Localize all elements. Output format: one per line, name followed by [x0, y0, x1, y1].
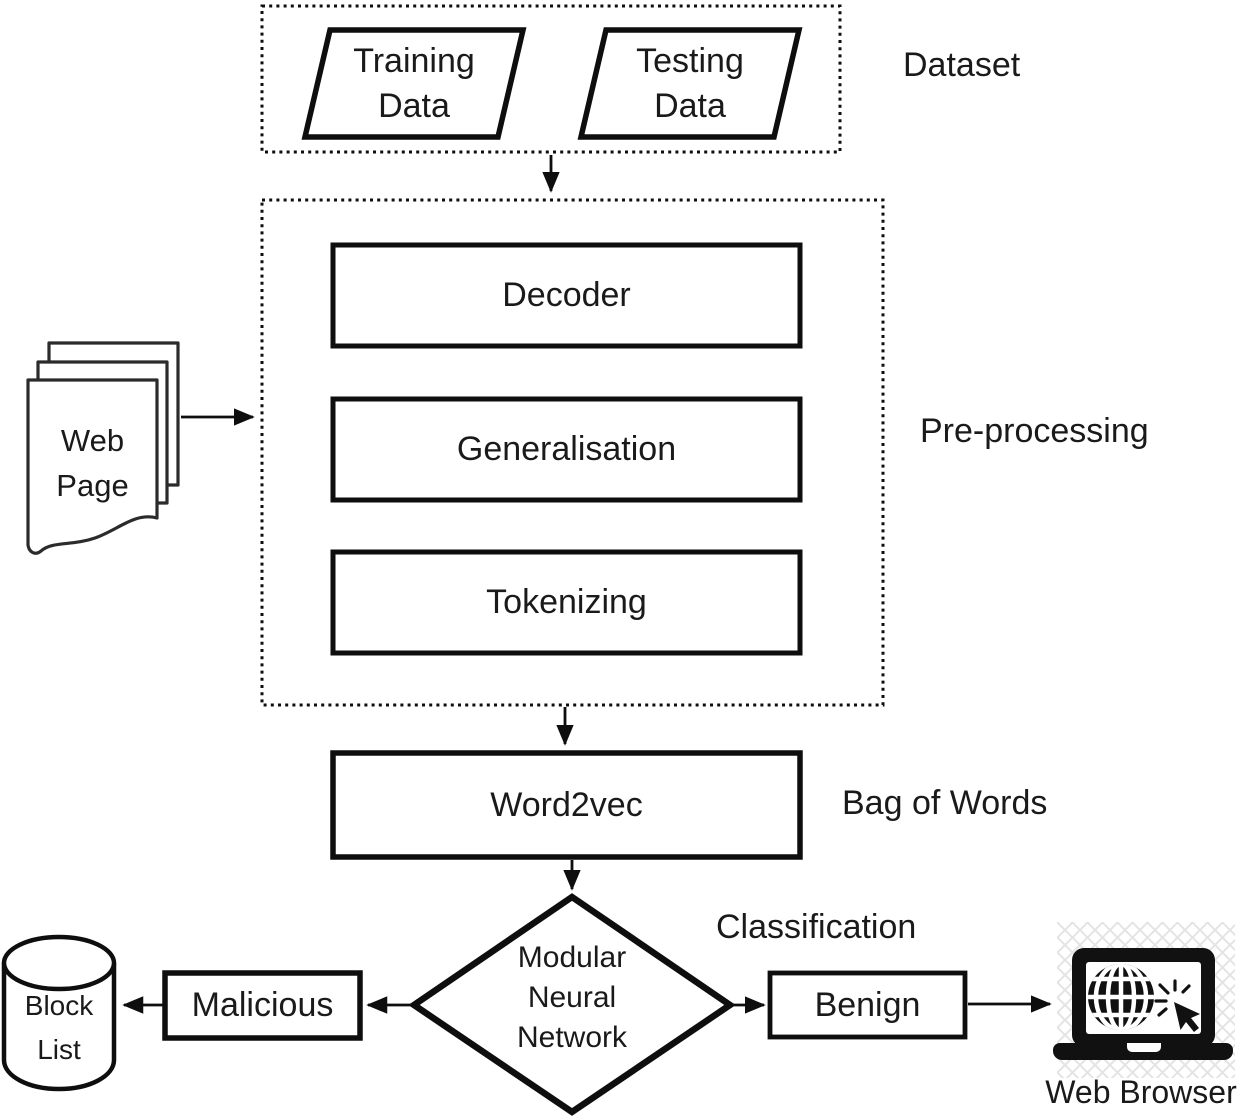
web-page-label: Web Page	[56, 423, 129, 503]
preprocessing-group-label: Pre-processing	[920, 412, 1149, 450]
web-browser-label: Web Browser	[1045, 1074, 1237, 1110]
training-data-label: Training Data	[353, 41, 475, 125]
generalisation-box	[330, 396, 803, 503]
generalisation-label: Generalisation	[456, 430, 677, 468]
modular-neural-network-label: Modular Neural Network	[516, 941, 628, 1054]
malicious-label: Malicious	[191, 986, 334, 1024]
word2vec-label: Word2vec	[490, 785, 643, 824]
block-list-label: Block List	[24, 990, 94, 1065]
classification-label: Classification	[716, 908, 917, 946]
testing-data-label: Testing Data	[636, 41, 744, 125]
modular-neural-network-diamond	[408, 893, 736, 1116]
decoder-label: Decoder	[502, 276, 631, 314]
block-list-database-icon	[1, 934, 117, 1092]
decoder-box	[330, 242, 803, 349]
dataset-group-border	[260, 4, 842, 154]
training-data-parallelogram	[301, 27, 527, 140]
benign-box	[767, 970, 968, 1040]
web-page-stack-icon	[26, 341, 180, 555]
web-browser-laptop-icon	[1053, 922, 1235, 1078]
malicious-box	[162, 970, 363, 1041]
tokenizing-box	[330, 549, 803, 656]
dataset-group-label: Dataset	[903, 46, 1021, 84]
click-cursor-icon	[1154, 979, 1200, 1032]
benign-label: Benign	[814, 985, 921, 1024]
testing-data-parallelogram	[577, 27, 803, 140]
word2vec-box	[330, 750, 803, 860]
globe-icon	[1088, 964, 1154, 1030]
bag-of-words-label: Bag of Words	[842, 784, 1048, 822]
tokenizing-label: Tokenizing	[486, 583, 647, 621]
preprocessing-group-border	[260, 198, 885, 707]
